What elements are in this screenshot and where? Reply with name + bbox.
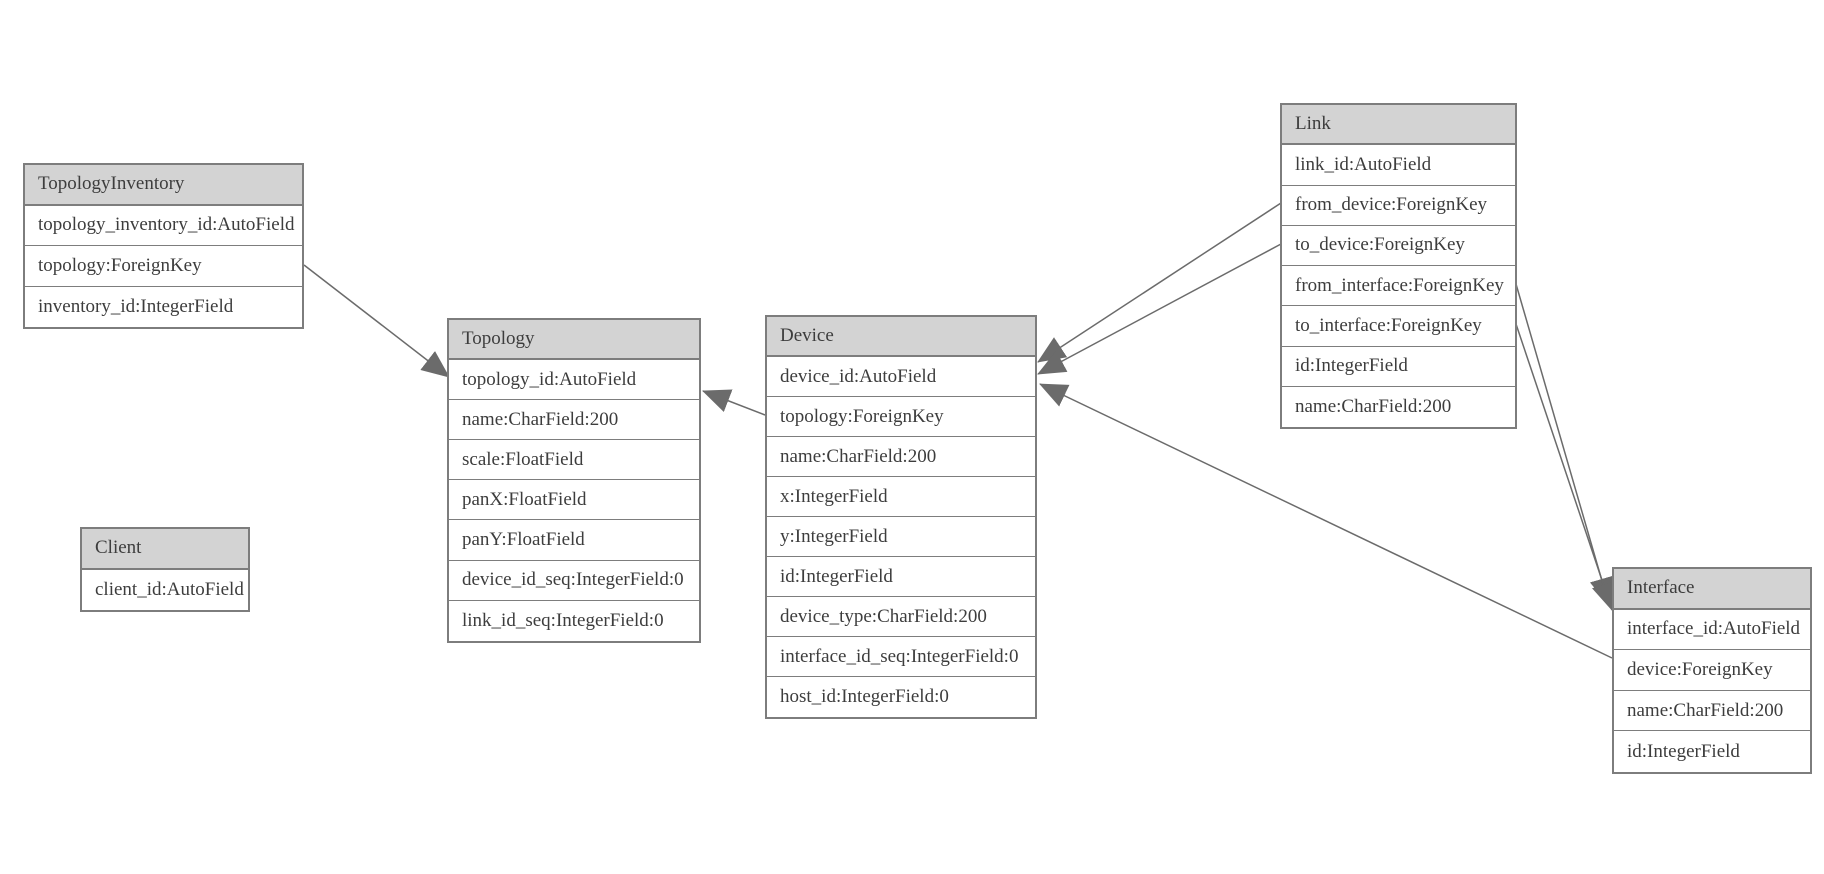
field-row: scale:FloatField	[449, 440, 699, 481]
rel-link-to-device	[1037, 243, 1282, 375]
field-row: name:CharField:200	[1614, 690, 1810, 732]
table-title: Topology	[449, 320, 699, 361]
field-row: from_interface:ForeignKey	[1282, 266, 1515, 307]
field-row: panY:FloatField	[449, 520, 699, 561]
table-title: Interface	[1614, 569, 1810, 610]
field-row: id:IntegerField	[767, 557, 1035, 597]
table-title: Link	[1282, 105, 1515, 146]
field-row: name:CharField:200	[1282, 386, 1515, 427]
rel-link-from-interface	[1515, 283, 1614, 606]
field-row: name:CharField:200	[767, 437, 1035, 477]
field-row: device:ForeignKey	[1614, 650, 1810, 691]
table-title: Device	[767, 317, 1035, 357]
rel-link-to-interface	[1515, 323, 1615, 611]
field-row: device_id:AutoField	[767, 357, 1035, 397]
field-row: y:IntegerField	[767, 517, 1035, 557]
field-row: device_id_seq:IntegerField:0	[449, 560, 699, 601]
field-row: id:IntegerField	[1282, 346, 1515, 387]
field-row: inventory_id:IntegerField	[25, 286, 302, 327]
field-row: to_interface:ForeignKey	[1282, 306, 1515, 347]
field-row: to_device:ForeignKey	[1282, 225, 1515, 266]
rel-device-topology	[702, 389, 766, 416]
field-row: topology_inventory_id:AutoField	[25, 205, 302, 246]
field-row: topology:ForeignKey	[25, 246, 302, 287]
field-row: link_id_seq:IntegerField:0	[449, 600, 699, 641]
table-title: TopologyInventory	[25, 165, 302, 206]
table-title: Client	[82, 529, 248, 570]
rel-topologyinventory-topology	[303, 264, 450, 378]
field-row: topology:ForeignKey	[767, 397, 1035, 437]
field-row: topology_id:AutoField	[449, 360, 699, 401]
field-row: x:IntegerField	[767, 477, 1035, 517]
field-row: name:CharField:200	[449, 400, 699, 441]
field-row: client_id:AutoField	[82, 569, 248, 610]
field-row: from_device:ForeignKey	[1282, 185, 1515, 226]
field-row: panX:FloatField	[449, 480, 699, 521]
field-row: device_type:CharField:200	[767, 597, 1035, 637]
rel-link-from-device	[1037, 202, 1282, 363]
field-row: interface_id:AutoField	[1614, 609, 1810, 651]
field-row: link_id:AutoField	[1282, 145, 1515, 186]
field-row: host_id:IntegerField:0	[767, 677, 1035, 717]
field-row: id:IntegerField	[1614, 731, 1810, 772]
field-row: interface_id_seq:IntegerField:0	[767, 637, 1035, 677]
